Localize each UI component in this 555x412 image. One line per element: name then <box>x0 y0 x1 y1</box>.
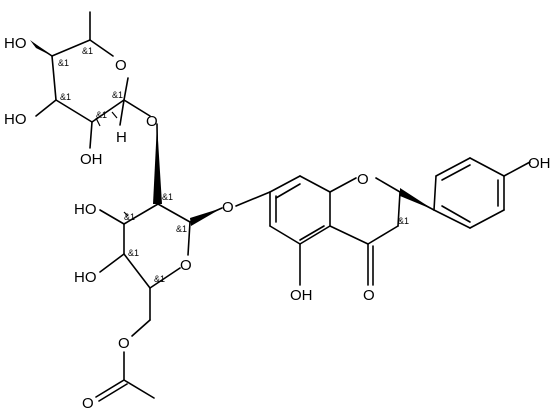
atom-label-h-rha: H <box>116 129 127 146</box>
stereo-descriptor: &1 <box>154 274 165 284</box>
acetyl-group <box>95 351 155 402</box>
atom-label-ho-glc3: HO <box>74 201 97 218</box>
atom-label-o-ketone: O <box>363 287 375 304</box>
stereo-descriptor: &1 <box>112 90 123 100</box>
stereo-descriptor: &1 <box>176 224 187 234</box>
atom-label-oh-bot: OH <box>80 151 103 168</box>
atom-label-ho-top: HO <box>4 35 27 52</box>
stereo-descriptor: &1 <box>162 192 173 202</box>
atom-label-o-glc-ring: O <box>180 257 192 274</box>
atom-labels: HO HO OH O O H HO HO O O O OH OH O O O <box>4 35 551 412</box>
stereo-descriptor: &1 <box>96 110 107 120</box>
atom-label-oh-5: OH <box>290 287 313 304</box>
chromane-c-ring <box>329 177 401 286</box>
atom-label-o-chromane: O <box>357 171 369 188</box>
glucose-ring <box>99 123 223 337</box>
stereo-bonds <box>30 40 434 226</box>
stereo-descriptor: &1 <box>124 212 135 222</box>
atom-label-o-rha-ring: O <box>115 57 127 74</box>
atom-label-o-glyco: O <box>146 113 158 130</box>
stereo-descriptor: &1 <box>82 46 93 56</box>
atom-label-o-carbonyl: O <box>82 395 94 412</box>
stereo-descriptor: &1 <box>398 216 409 226</box>
stereo-descriptor: &1 <box>128 248 139 258</box>
stereo-descriptors: &1 &1 &1 &1 &1 &1 &1 &1 &1 &1 &1 <box>58 46 409 284</box>
atom-label-ho-glc4: HO <box>74 269 97 286</box>
atom-label-oh-phenol: OH <box>528 155 551 172</box>
atom-label-ho-mid: HO <box>4 111 27 128</box>
phenol-b-ring <box>399 157 531 229</box>
chromane-a-ring <box>235 175 331 286</box>
atom-label-o-ester: O <box>118 335 130 352</box>
rhamnose-ring <box>33 11 151 149</box>
stereo-descriptor: &1 <box>60 92 71 102</box>
stereo-descriptor: &1 <box>58 58 69 68</box>
atom-label-o-aglycone: O <box>222 199 234 216</box>
